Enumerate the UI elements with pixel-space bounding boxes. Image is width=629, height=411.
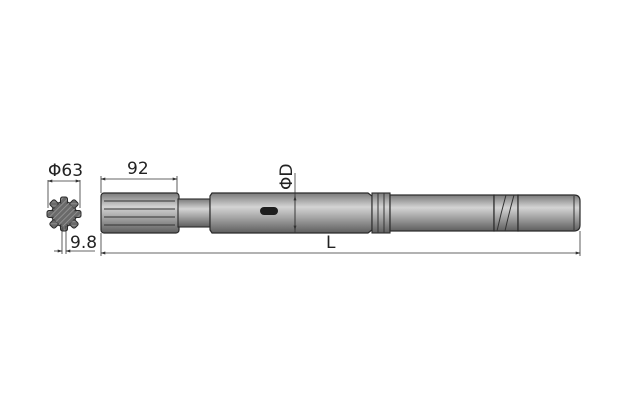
- spline-offset-dimension: 9.8: [54, 226, 97, 254]
- section-diameter-label: Φ63: [48, 161, 83, 181]
- spline-section: [100, 192, 180, 234]
- spline-gear-icon: [46, 196, 82, 232]
- total-length-label: L: [326, 233, 336, 253]
- spline-offset-label: 9.8: [70, 233, 97, 253]
- spline-length-label: 92: [127, 159, 149, 179]
- side-view: [100, 192, 581, 234]
- section-diameter-dimension: Φ63: [47, 161, 83, 208]
- shank-diameter-label: ΦD: [277, 164, 297, 190]
- slot-icon: [260, 207, 278, 215]
- cross-section-view: Φ63 9.8: [46, 161, 97, 254]
- total-length-dimension: L: [100, 231, 581, 256]
- thread-groove: [493, 194, 519, 232]
- spline-length-dimension: 92: [100, 159, 178, 193]
- shank-diameter-dimension: ΦD: [277, 164, 297, 233]
